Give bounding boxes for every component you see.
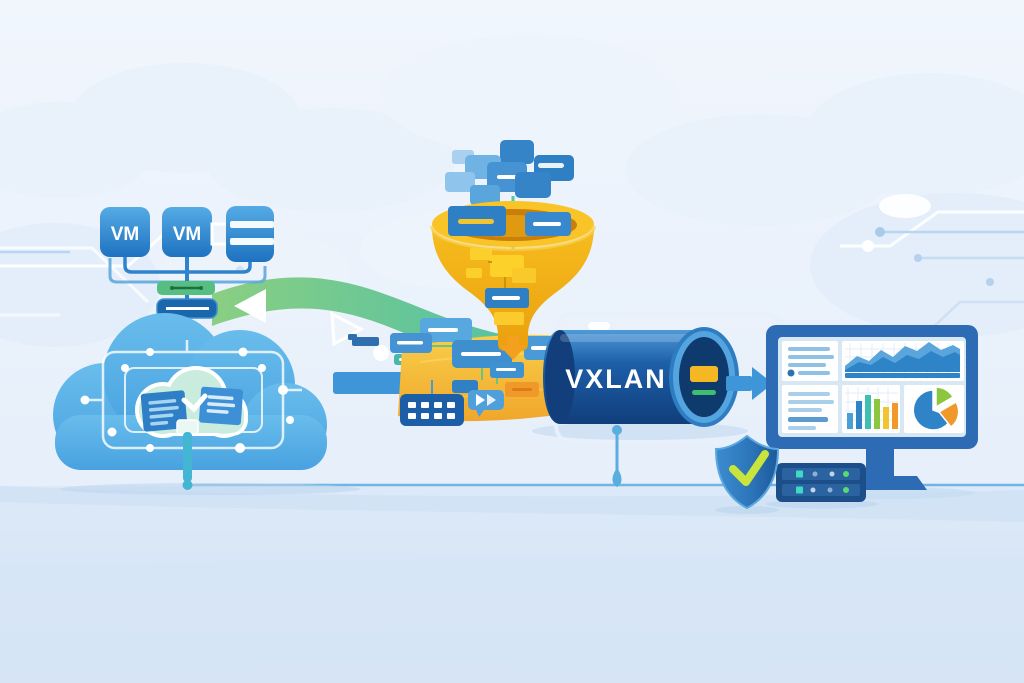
monitor-stand-neck — [866, 449, 894, 476]
ribbon-left-arrow-icon — [234, 289, 266, 323]
vm-icon — [100, 207, 150, 257]
highlight-pill — [588, 322, 610, 330]
ribbon-node-dot — [373, 345, 389, 361]
keyboard-icon — [400, 394, 464, 426]
source-cloud — [53, 313, 360, 495]
document-icon — [198, 386, 244, 426]
checkmark-icon — [729, 450, 769, 486]
cloud-circuit-nodes — [80, 347, 294, 453]
tunnel-label: VXLAN — [565, 364, 667, 394]
ribbon-flow-arrow-icon — [330, 311, 365, 347]
packet-funnel — [430, 140, 596, 360]
vm-group: VM VM — [100, 206, 274, 352]
tunnel-shadow — [532, 422, 748, 440]
screen-panel-area-chart — [842, 341, 964, 381]
server-rack-icon — [766, 463, 878, 509]
encapsulated-packet — [690, 366, 718, 382]
screen-panel-pie-chart — [904, 385, 964, 433]
tunnel-ground-link — [612, 425, 622, 487]
monitoring-dashboard — [766, 325, 978, 499]
circuit-traces-right — [840, 194, 1024, 333]
screen-panel-text-top — [782, 341, 838, 381]
screen-panel-text-bottom — [782, 385, 838, 433]
data-packets — [390, 318, 568, 397]
cloud-shadow — [60, 483, 360, 495]
shield-check-icon — [714, 434, 780, 514]
sync-fold-icon — [181, 393, 208, 413]
funnel-packets — [448, 206, 571, 325]
network-switch-icon — [157, 281, 215, 295]
chat-forward-icon — [468, 390, 504, 417]
vm2-label: VM — [173, 224, 202, 245]
server-icon — [210, 206, 274, 262]
vxlan-tunnel-icon — [543, 327, 739, 427]
funnel-output-arrow-icon — [499, 336, 527, 360]
vm-icon — [162, 207, 212, 257]
screen-panel-bar-chart — [842, 385, 900, 433]
tunnel-to-monitor-arrow-icon — [726, 367, 773, 400]
vm1-label: VM — [111, 224, 140, 245]
incoming-blocks — [445, 140, 574, 205]
vxlan-tunnel: VXLAN — [532, 312, 784, 487]
document-icon — [140, 390, 188, 432]
rack-indicator-lights — [796, 470, 849, 494]
cloud-plug-icon — [176, 419, 199, 490]
packet-stream — [390, 318, 568, 426]
packet-glyph-icon — [352, 337, 379, 346]
ground — [0, 483, 1024, 683]
